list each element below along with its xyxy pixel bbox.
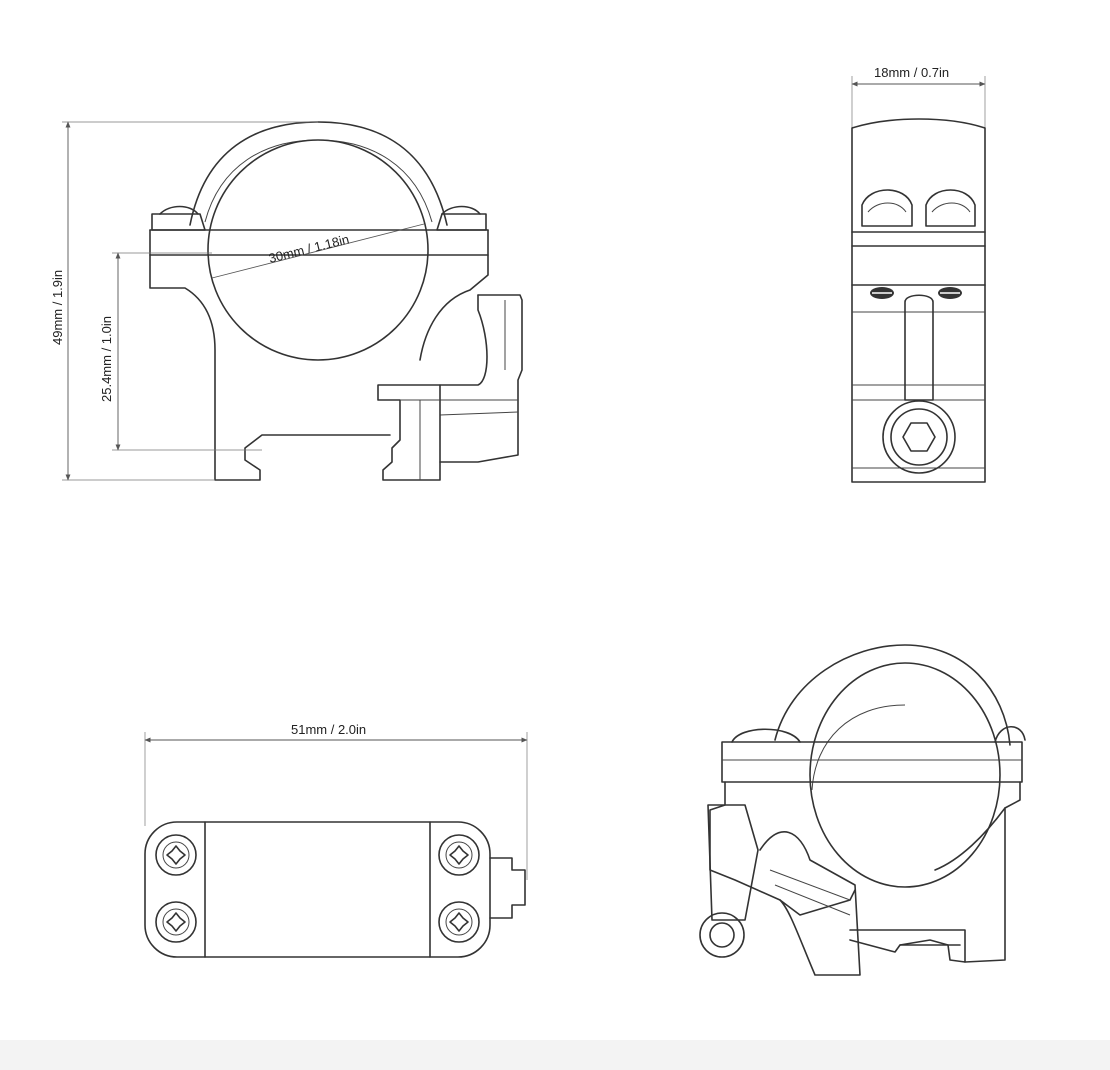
torx-screw-icon: [155, 901, 197, 943]
side-view: 30mm / 1.18in 49mm / 1.9in 25.4mm / 1.0i…: [50, 121, 523, 481]
center-height-label: 25.4mm / 1.0in: [99, 316, 114, 402]
bottom-strip: [0, 1040, 1110, 1070]
tube-circle: [207, 139, 429, 361]
hex-bolt-icon: [902, 422, 936, 452]
ring-diameter-label: 30mm / 1.18in: [267, 231, 351, 265]
drawing-canvas: 30mm / 1.18in 49mm / 1.9in 25.4mm / 1.0i…: [50, 65, 1026, 976]
length-label: 51mm / 2.0in: [291, 722, 366, 737]
total-height-label: 49mm / 1.9in: [50, 270, 65, 345]
torx-screw-icon: [438, 834, 480, 876]
front-view: 18mm / 0.7in: [851, 65, 986, 483]
torx-screw-icon: [438, 901, 480, 943]
torx-screw-icon: [155, 834, 197, 876]
isometric-view: [699, 644, 1026, 976]
top-view: 51mm / 2.0in: [144, 722, 528, 958]
width-label: 18mm / 0.7in: [874, 65, 949, 80]
